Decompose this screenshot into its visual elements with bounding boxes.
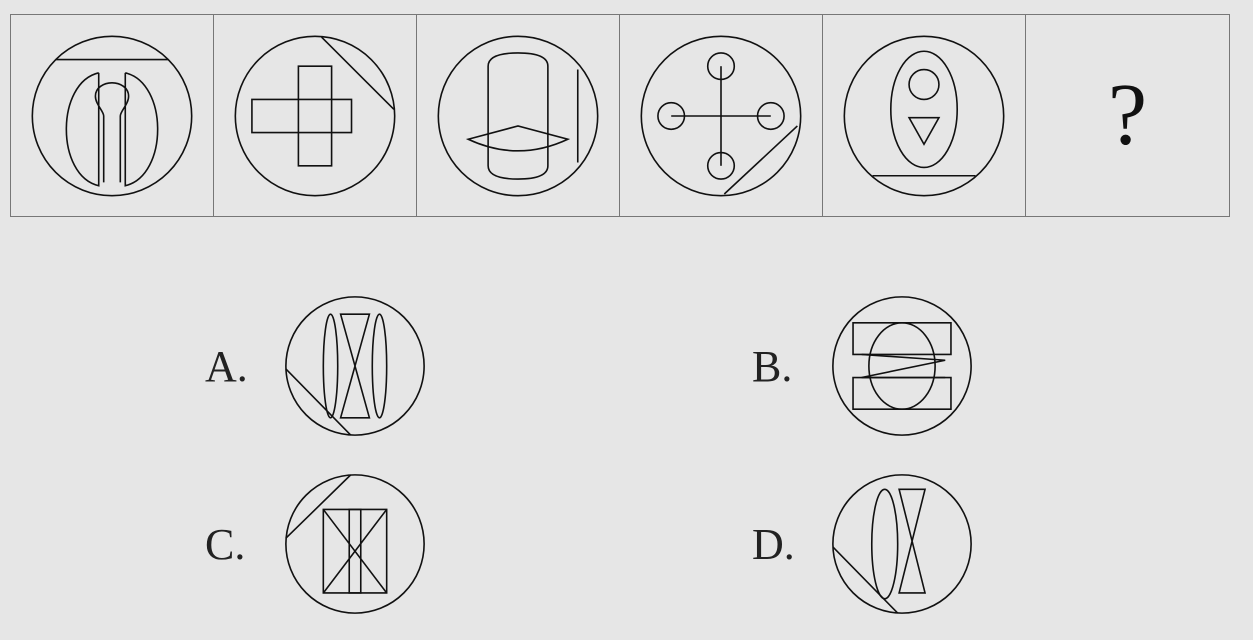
option-d-label: D.: [752, 519, 795, 569]
figure-5: [841, 33, 1007, 199]
cross-vertical-bar: [298, 66, 331, 166]
figure-4: [638, 33, 804, 199]
outer-circle: [833, 297, 971, 435]
option-b[interactable]: B.: [752, 294, 974, 438]
outer-circle: [32, 36, 191, 195]
outer-circle: [286, 475, 424, 613]
top-small-circle: [708, 52, 735, 79]
question-mark: ?: [1107, 66, 1148, 164]
center-ellipse: [869, 323, 935, 409]
option-c[interactable]: C.: [205, 472, 427, 616]
sequence-cell-3: [417, 15, 620, 216]
sequence-cell-2: [214, 15, 417, 216]
chord-line: [833, 547, 898, 613]
outer-circle: [235, 36, 394, 195]
option-b-label: B.: [752, 341, 793, 391]
option-a-label: A.: [205, 341, 248, 391]
chord-line: [724, 125, 797, 193]
outer-circle: [641, 36, 800, 195]
option-d-figure: [830, 472, 974, 616]
chord-line: [286, 369, 351, 435]
bottom-rectangle: [853, 378, 951, 410]
figure-1: [29, 33, 195, 199]
triangle-shape: [909, 117, 939, 144]
outer-circle: [833, 475, 971, 613]
figure-3: [435, 33, 601, 199]
bottom-small-circle: [708, 152, 735, 179]
right-small-circle: [758, 102, 785, 129]
option-d[interactable]: D.: [752, 472, 974, 616]
top-rectangle: [853, 323, 951, 355]
inner-bar: [349, 509, 361, 593]
sequence-row: ?: [10, 14, 1230, 217]
right-thin-ellipse: [372, 314, 386, 418]
chord-line: [322, 37, 394, 109]
option-b-figure: [830, 294, 974, 438]
cross-horizontal-bar: [252, 99, 352, 132]
left-thin-ellipse: [323, 314, 337, 418]
outer-circle: [286, 297, 424, 435]
left-half-shape: [66, 72, 98, 185]
outer-circle: [438, 36, 597, 195]
outer-circle: [844, 36, 1003, 195]
left-small-circle: [658, 102, 685, 129]
figure-2: [232, 33, 398, 199]
sequence-cell-4: [620, 15, 823, 216]
keyhole-shape: [95, 82, 128, 182]
lens-ellipse: [872, 489, 898, 598]
sequence-cell-5: [823, 15, 1026, 216]
sequence-cell-6: ?: [1026, 15, 1229, 216]
hourglass-shape: [341, 314, 370, 418]
capsule-shape: [488, 52, 548, 178]
zigzag-line: [862, 354, 946, 377]
chord-line: [286, 475, 351, 538]
hourglass-shape: [899, 489, 925, 593]
option-c-label: C.: [205, 519, 246, 569]
option-a-figure: [283, 294, 427, 438]
option-a[interactable]: A.: [205, 294, 427, 438]
sequence-cell-1: [11, 15, 214, 216]
small-circle: [909, 69, 939, 99]
lens-shape: [468, 125, 568, 150]
diagonal-line-2: [323, 509, 386, 593]
option-c-figure: [283, 472, 427, 616]
inner-ellipse: [891, 51, 957, 167]
right-half-shape: [125, 72, 157, 185]
